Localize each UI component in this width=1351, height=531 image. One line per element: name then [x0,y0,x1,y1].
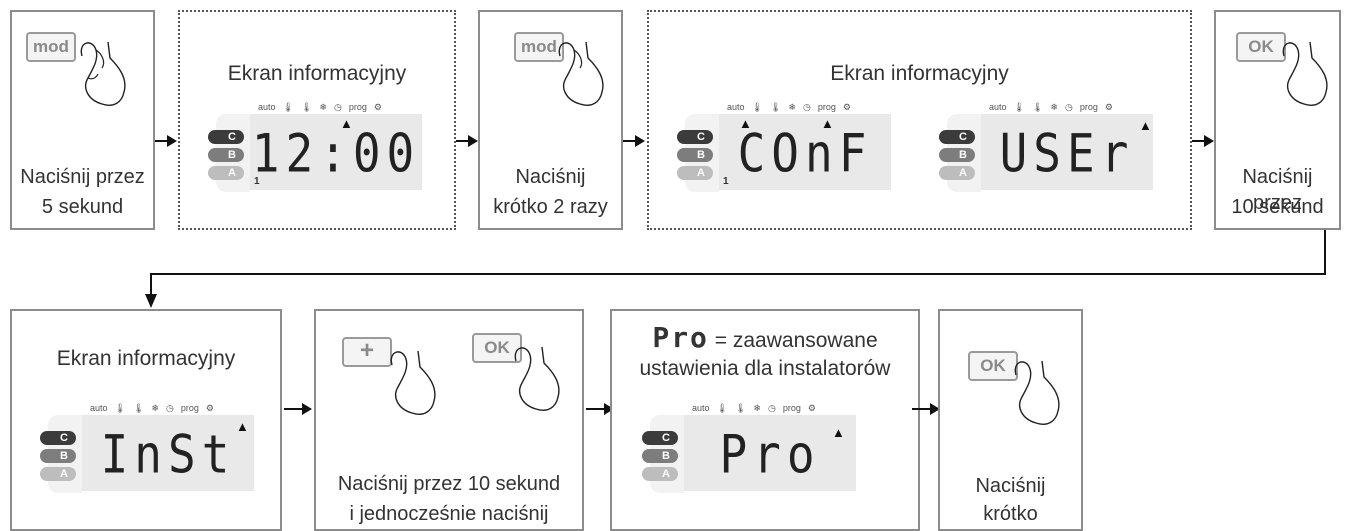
indicator-triangle-icon: ▲ [739,116,752,131]
ok-key: OK [472,333,522,363]
mode-tab-a: A [939,166,975,180]
pro-title-suffix: = zaawansowane [714,329,878,352]
mode-tab-b: B [40,449,76,463]
info-screen-time: Ekran informacyjny auto🌡🌡❄◷prog⚙ C B A ▲… [178,10,456,230]
arrow-right-icon [586,403,614,415]
info3-title: Ekran informacyjny [56,347,236,370]
mod-key: mod [514,32,564,62]
mod-key: mod [26,32,76,62]
lcd-indicator: 1 [723,176,729,187]
step-press-ok-10s: OK Naciśnij przez 10 sekund [1214,10,1341,230]
lcd-digits: InSt [100,422,236,486]
lcd-display-conf: auto🌡🌡❄◷prog⚙ C B A ▲ ▲ COnF 1 [677,102,897,202]
arrow-right-icon [284,403,312,415]
hand-icon [390,350,436,415]
lcd-display: auto🌡🌡❄◷prog⚙ C B A ▲ InSt [40,403,260,503]
step-press-ok-short: OK Naciśnij krótko [938,309,1083,531]
pro-code: Pro [652,321,709,354]
mode-tab-c: C [40,431,76,445]
arrow-right-icon [456,135,478,147]
step5-caption-line1: Naciśnij [975,475,1046,497]
lcd-display-user: auto🌡🌡❄◷prog⚙ C B A ▲ USEr [939,102,1159,202]
step4-caption-line1: Naciśnij przez 10 sekund [337,473,561,495]
step1-caption-line2: 5 sekund [41,196,124,218]
info-screen-inst: Ekran informacyjny auto🌡🌡❄◷prog⚙ C B A ▲… [10,309,282,531]
info2-title: Ekran informacyjny [830,62,1009,85]
mode-tab-b: B [208,148,244,162]
step4-caption-line2: i jednocześnie naciśnij [349,503,549,525]
mode-tab-b: B [677,148,713,162]
lcd-icons: auto🌡🌡❄◷prog⚙ [258,102,382,112]
ok-key: OK [1236,32,1286,62]
indicator-triangle-icon: ▲ [832,425,845,440]
connector-arrow-icon [145,230,1326,308]
step3-caption-line1: Naciśnij przez [1242,166,1313,214]
mode-tab-a: A [40,467,76,481]
lcd-display: auto🌡🌡❄◷prog⚙ C B A ▲ 12:00 1 [208,102,428,202]
hand-icon [514,346,560,411]
indicator-triangle-icon: ▲ [1139,118,1152,133]
info4-title-line1: Pro = zaawansowane [612,321,918,354]
info-screen-pro: Pro = zaawansowane ustawienia dla instal… [610,309,920,531]
lcd-icons: auto🌡🌡❄◷prog⚙ [989,102,1113,112]
mode-tab-c: C [939,130,975,144]
lcd-icons: auto🌡🌡❄◷prog⚙ [727,102,851,112]
step1-caption-line1: Naciśnij przez [20,166,145,188]
mode-tab-a: A [677,166,713,180]
hand-icon [1014,360,1060,425]
step-press-plus-and-ok: + OK Naciśnij przez 10 sekund i jednocze… [314,309,584,531]
mode-tab-c: C [642,431,678,445]
mode-tab-b: B [939,148,975,162]
lcd-icons: auto🌡🌡❄◷prog⚙ [90,403,214,413]
step3-caption-line2: 10 sekund [1231,196,1324,218]
arrow-right-icon [155,135,177,147]
indicator-triangle-icon: ▲ [340,116,353,131]
mode-tab-a: A [642,467,678,481]
lcd-icons: auto🌡🌡❄◷prog⚙ [692,403,816,413]
mode-tab-c: C [677,130,713,144]
info4-title-line2: ustawienia dla instalatorów [639,357,891,380]
hand-icon [1282,41,1328,106]
lcd-digits: Pro [719,422,821,486]
step-press-mod-twice: mod Naciśnij krótko 2 razy [478,10,623,230]
lcd-indicator: 1 [254,176,260,187]
mode-tab-c: C [208,130,244,144]
indicator-triangle-icon: ▲ [821,116,834,131]
mode-tab-a: A [208,166,244,180]
step-press-mod-5s: mod Naciśnij przez 5 sekund [10,10,155,230]
lcd-digits: USEr [999,121,1135,185]
info-screen-conf-user: Ekran informacyjny auto🌡🌡❄◷prog⚙ C B A ▲… [647,10,1192,230]
lcd-digits: 12:00 [251,121,421,185]
step5-caption-line2: krótko [983,503,1038,525]
lcd-digits: COnF [737,121,873,185]
hand-icon [558,41,604,106]
step2-caption-line2: krótko 2 razy [493,196,608,218]
hand-icon [80,41,126,106]
arrow-right-icon [623,135,645,147]
mode-tab-b: B [642,449,678,463]
info1-title: Ekran informacyjny [227,62,407,85]
arrow-right-icon [912,403,940,415]
step2-caption-line1: Naciśnij [515,166,586,188]
ok-key: OK [968,351,1018,381]
arrow-right-icon [1192,135,1214,147]
plus-key: + [342,337,392,367]
lcd-display: auto🌡🌡❄◷prog⚙ C B A ▲ Pro [642,403,862,503]
indicator-triangle-icon: ▲ [236,419,249,434]
